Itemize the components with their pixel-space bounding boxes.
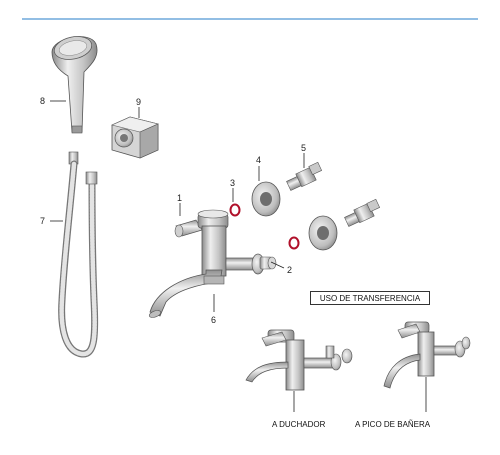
shower-hose-drawing [58,151,99,358]
o-ring-lower [288,236,300,250]
caption-shower: A DUCHADOR [272,420,326,429]
wall-bracket-drawing [111,116,159,159]
escutcheon-upper [251,181,281,217]
part-number-2: 2 [287,265,293,275]
escutcheon-lower [308,215,338,251]
transfer-usage-box: USO DE TRANSFERENCIA [310,291,430,305]
faucet-body-drawing [148,209,277,318]
part-number-6: 6 [211,315,217,325]
connector-lower [344,198,381,227]
part-number-5: 5 [301,143,307,153]
transfer-shower-drawing [245,329,353,391]
caption-tub-spout: A PICO DE BAÑERA [355,420,431,429]
part-number-9: 9 [136,97,142,107]
transfer-spout-drawing [383,321,471,389]
o-ring-upper [229,203,241,217]
part-number-8: 8 [40,96,46,106]
leader-2 [270,261,285,269]
part-number-3: 3 [230,178,236,188]
part-number-1: 1 [177,193,183,203]
connector-upper [286,161,323,191]
part-number-7: 7 [40,216,46,226]
part-number-4: 4 [256,155,262,165]
hand-shower-drawing [51,36,98,134]
